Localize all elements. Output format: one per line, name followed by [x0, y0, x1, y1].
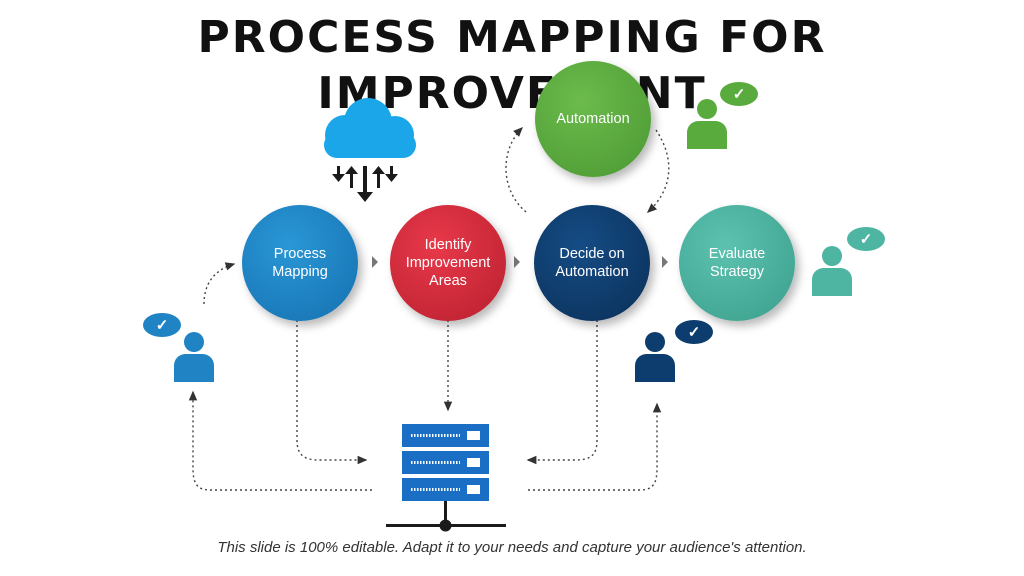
- check-bubble-decide: ✓: [675, 320, 713, 344]
- node-process-mapping[interactable]: Process Mapping: [242, 205, 358, 321]
- check-bubble-evaluate: ✓: [847, 227, 885, 251]
- connector-decide-to-server: [526, 320, 598, 465]
- user-icon-decide: [635, 332, 675, 382]
- connector-user-to-process: [203, 262, 236, 305]
- connector-from-automation: [646, 129, 670, 213]
- cloud-icon: [324, 98, 416, 158]
- node-automation[interactable]: Automation: [535, 61, 651, 177]
- connector-server-to-left-user: [188, 390, 372, 491]
- node-evaluate-strategy[interactable]: Evaluate Strategy: [679, 205, 795, 321]
- check-icon: ✓: [687, 324, 701, 341]
- check-icon: ✓: [732, 86, 746, 103]
- flow-arrow-2: [514, 256, 520, 268]
- node-label: Identify Improvement Areas: [405, 237, 491, 289]
- connector-to-automation: [505, 127, 527, 213]
- node-identify-improvement-areas[interactable]: Identify Improvement Areas: [390, 205, 506, 321]
- user-icon-automation: [687, 99, 727, 149]
- node-label: Automation: [556, 111, 630, 127]
- connector-server-to-right-user: [528, 402, 662, 491]
- flow-arrow-1: [372, 256, 378, 268]
- check-bubble-left: ✓: [143, 313, 181, 337]
- node-decide-on-automation[interactable]: Decide on Automation: [534, 205, 650, 321]
- check-bubble-automation: ✓: [720, 82, 758, 106]
- connector-process-to-server: [296, 320, 368, 465]
- server-icon: [386, 424, 506, 532]
- node-label: Decide on Automation: [555, 246, 629, 280]
- footer-note: This slide is 100% editable. Adapt it to…: [217, 539, 807, 556]
- node-label: Process Mapping: [272, 246, 328, 280]
- check-icon: ✓: [859, 231, 873, 248]
- transfer-arrows-icon: [332, 166, 398, 202]
- user-icon-left: [174, 332, 214, 382]
- user-icon-evaluate: [812, 246, 852, 296]
- node-label: Evaluate Strategy: [708, 246, 766, 280]
- flow-arrow-3: [662, 256, 668, 268]
- check-icon: ✓: [155, 317, 169, 334]
